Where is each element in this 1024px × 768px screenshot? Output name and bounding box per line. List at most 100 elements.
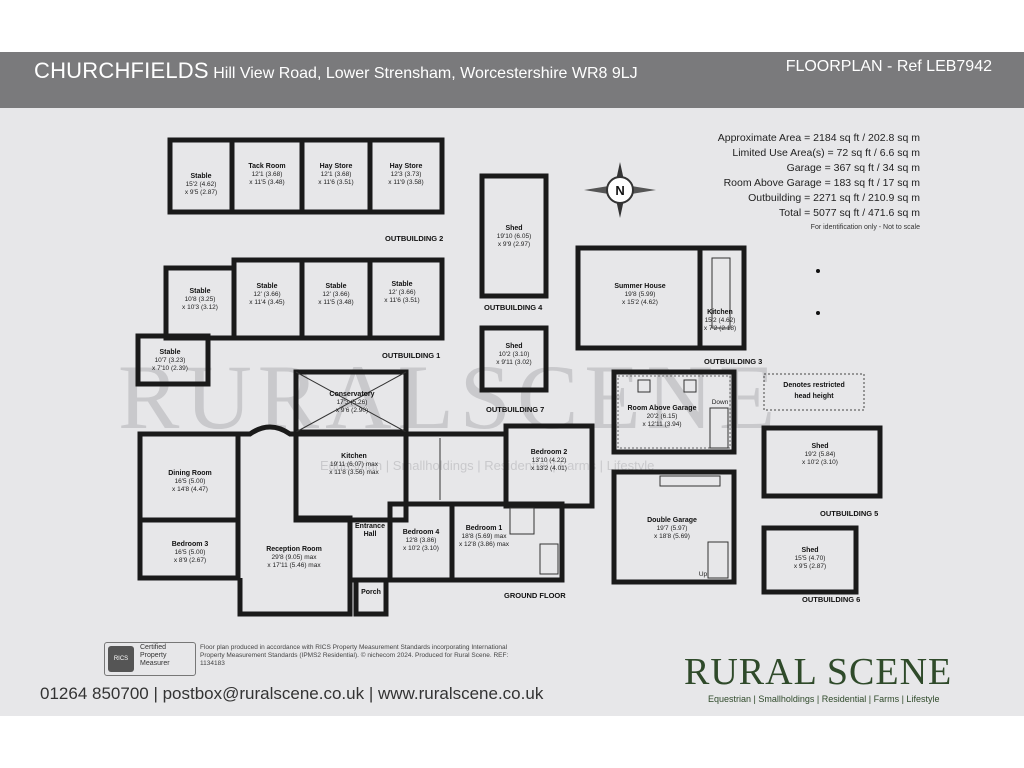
room-name: Entrance bbox=[355, 523, 385, 530]
room-dims: 10'8 (3.25) bbox=[185, 296, 216, 303]
room-dims: x 9'9 (2.97) bbox=[498, 241, 530, 248]
building-label: OUTBUILDING 5 bbox=[820, 509, 878, 518]
area-line: Limited Use Area(s) = 72 sq ft / 6.6 sq … bbox=[732, 147, 920, 159]
building-label: GROUND FLOOR bbox=[504, 591, 566, 600]
rics-line: Property bbox=[140, 652, 167, 659]
header-bar: CHURCHFIELDS Hill View Road, Lower Stren… bbox=[0, 52, 1024, 108]
room-dims: x 9'5 (2.87) bbox=[794, 563, 826, 570]
area-line: Total = 5077 sq ft / 471.6 sq m bbox=[779, 207, 920, 219]
brand-logo: RURAL SCENE bbox=[684, 651, 953, 693]
room-name: Shed bbox=[801, 547, 818, 554]
room-dims: x 7'2 (2.18) bbox=[704, 325, 736, 332]
area-summary: Approximate Area = 2184 sq ft / 202.8 sq… bbox=[718, 132, 921, 231]
area-line: Room Above Garage = 183 sq ft / 17 sq m bbox=[724, 177, 921, 189]
floorplan-ref: FLOORPLAN - Ref LEB7942 bbox=[785, 58, 992, 75]
room-name: Bedroom 2 bbox=[531, 449, 568, 456]
building-label: OUTBUILDING 3 bbox=[704, 357, 762, 366]
area-line: Garage = 367 sq ft / 34 sq m bbox=[787, 162, 921, 174]
outbuilding-4: Shed 19'10 (6.05) x 9'9 (2.97) OUTBUILDI… bbox=[479, 173, 549, 312]
room-name: Kitchen bbox=[707, 309, 733, 316]
room-dims: x 11'4 (3.45) bbox=[249, 299, 284, 306]
room-name: Double Garage bbox=[647, 517, 697, 524]
room-dims: x 10'2 (3.10) bbox=[802, 459, 838, 466]
room-name: Conservatory bbox=[329, 391, 374, 398]
rics-logo: RICS bbox=[108, 646, 134, 672]
room-dims: 12'1 (3.68) bbox=[321, 171, 352, 178]
outbuilding-7: Shed 10'2 (3.10) x 9'11 (3.02) OUTBUILDI… bbox=[479, 325, 549, 414]
room-name: Dining Room bbox=[168, 470, 212, 477]
room-dims: x 12'11 (3.94) bbox=[642, 421, 681, 428]
building-label: OUTBUILDING 6 bbox=[802, 595, 860, 604]
room-dims: 19'8 (5.99) bbox=[625, 291, 656, 298]
compass-label: N bbox=[615, 183, 624, 198]
room-name: Tack Room bbox=[248, 163, 285, 170]
outbuilding-5: Shed 19'2 (5.84) x 10'2 (3.10) OUTBUILDI… bbox=[761, 425, 883, 518]
room-name: Stable bbox=[256, 283, 277, 290]
room-dims: x 13'2 (4.01) bbox=[531, 465, 567, 472]
ground-floor: Conservatory 17'3 (5.26) x 9'6 (2.90) Ki… bbox=[137, 369, 595, 617]
room-name: Shed bbox=[505, 343, 522, 350]
restricted-note-line: head height bbox=[794, 393, 834, 400]
room-dims: 10'7 (3.23) bbox=[155, 357, 186, 364]
restricted-height-legend: Denotes restricted head height bbox=[763, 269, 865, 411]
room-dims: 19'11 (6.07) max bbox=[330, 461, 379, 468]
room-dims: x 9'5 (2.87) bbox=[185, 189, 217, 196]
room-dims: 18'8 (5.69) max bbox=[462, 533, 508, 540]
room-dims: 10'2 (3.10) bbox=[499, 351, 530, 358]
stair-up-label: Up bbox=[699, 571, 708, 578]
room-name: Hay Store bbox=[390, 163, 423, 170]
rics-label: Certified Property Measurer bbox=[140, 644, 190, 668]
room-dims: 17'3 (5.26) bbox=[337, 399, 368, 406]
stair-down-label: Down bbox=[712, 399, 729, 406]
room-dims: x 9'11 (3.02) bbox=[496, 359, 531, 366]
property-title: CHURCHFIELDS Hill View Road, Lower Stren… bbox=[34, 58, 638, 84]
property-name: CHURCHFIELDS bbox=[34, 58, 209, 83]
room-dims: x 11'8 (3.56) max bbox=[329, 469, 379, 476]
room-dims: 12' (3.66) bbox=[388, 289, 415, 296]
room-dims: 19'2 (5.84) bbox=[805, 451, 836, 458]
floorplan-area: RURALSCENE Equestrian | Smallholdings | … bbox=[0, 108, 1024, 716]
room-name: Hall bbox=[364, 531, 377, 538]
room-dims: x 11'5 (3.48) bbox=[249, 179, 284, 186]
outbuilding-2: Stable 15'2 (4.62) x 9'5 (2.87) Tack Roo… bbox=[167, 137, 445, 243]
outbuilding-3: Summer House 19'8 (5.99) x 15'2 (4.62) K… bbox=[575, 245, 762, 366]
room-name: Porch bbox=[361, 589, 381, 596]
room-dims: x 17'11 (5.46) max bbox=[267, 562, 321, 569]
room-dims: 19'7 (5.97) bbox=[657, 525, 688, 532]
room-dims: x 11'9 (3.58) bbox=[388, 179, 423, 186]
room-dims: x 8'9 (2.67) bbox=[174, 557, 206, 564]
room-dims: x 9'6 (2.90) bbox=[336, 407, 368, 414]
double-garage: Double Garage 19'7 (5.97) x 18'8 (5.69) … bbox=[611, 469, 737, 585]
restricted-note-line: Denotes restricted bbox=[783, 382, 844, 389]
room-dims: x 12'8 (3.86) max bbox=[459, 541, 510, 548]
room-dims: x 7'10 (2.39) bbox=[152, 365, 188, 372]
room-dims: 19'10 (6.05) bbox=[497, 233, 532, 240]
room-dims: 12'1 (3.68) bbox=[252, 171, 283, 178]
room-dims: 16'5 (5.00) bbox=[175, 549, 206, 556]
room-dims: x 14'8 (4.47) bbox=[172, 486, 208, 493]
room-name: Bedroom 4 bbox=[403, 529, 440, 536]
room-dims: x 10'2 (3.10) bbox=[403, 545, 439, 552]
room-dims: 29'8 (9.05) max bbox=[272, 554, 318, 561]
room-name: Bedroom 1 bbox=[466, 525, 503, 532]
room-dims: x 11'6 (3.51) bbox=[384, 297, 419, 304]
room-above-garage: Room Above Garage 20'2 (6.15) x 12'11 (3… bbox=[611, 369, 737, 455]
area-line: Approximate Area = 2184 sq ft / 202.8 sq… bbox=[718, 132, 920, 144]
room-dims: 15'2 (4.62) bbox=[705, 317, 736, 324]
watermark: RURALSCENE bbox=[118, 346, 781, 448]
building-label: OUTBUILDING 4 bbox=[484, 303, 543, 312]
rics-line: Measurer bbox=[140, 660, 170, 667]
disclaimer: Floor plan produced in accordance with R… bbox=[200, 644, 509, 667]
room-name: Hay Store bbox=[320, 163, 353, 170]
room-name: Shed bbox=[811, 443, 828, 450]
scale-note: For identification only - Not to scale bbox=[811, 224, 920, 231]
rics-line: Certified bbox=[140, 644, 167, 651]
room-dims: x 11'5 (3.48) bbox=[318, 299, 353, 306]
room-name: Summer House bbox=[614, 283, 665, 290]
room-dims: x 11'6 (3.51) bbox=[318, 179, 353, 186]
room-name: Stable bbox=[391, 281, 412, 288]
room-dims: x 18'8 (5.69) bbox=[654, 533, 690, 540]
room-name: Room Above Garage bbox=[628, 405, 697, 412]
room-dims: 20'2 (6.15) bbox=[647, 413, 678, 420]
building-label: OUTBUILDING 1 bbox=[382, 351, 440, 360]
